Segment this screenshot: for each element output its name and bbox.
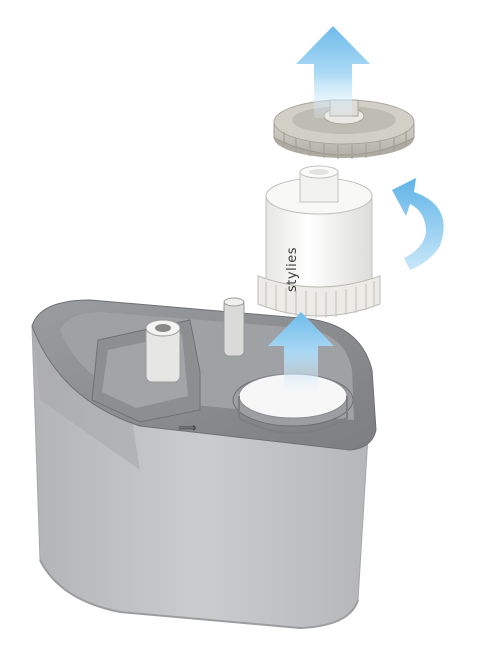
valve-seat: ⟹ — [91, 319, 201, 436]
water-tank — [31, 299, 377, 630]
filter-ring — [273, 99, 415, 159]
tank-nozzle — [223, 297, 245, 357]
svg-text:⟹: ⟹ — [178, 421, 197, 436]
tank-opening — [232, 373, 354, 434]
up-arrow-icon — [268, 312, 334, 392]
brand-logo: stylies — [285, 247, 300, 292]
filter-cartridge: stylies — [257, 165, 381, 318]
rotate-arrow-icon — [392, 178, 444, 270]
up-arrow-icon — [296, 26, 370, 118]
